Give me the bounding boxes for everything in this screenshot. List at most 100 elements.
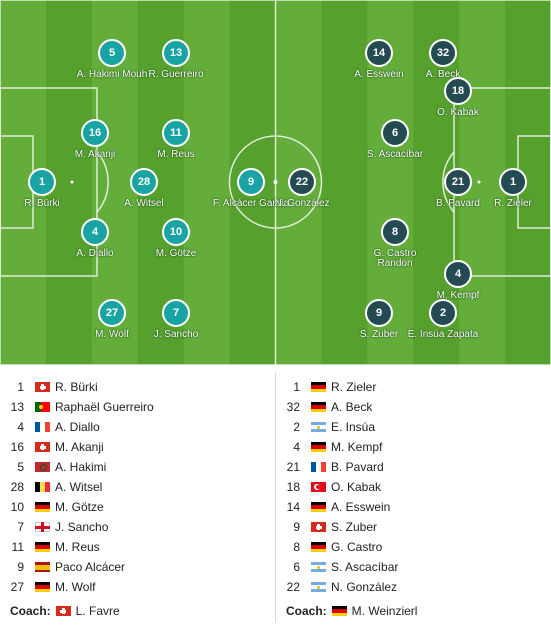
germany-flag-icon xyxy=(311,382,326,392)
away-player-marker[interactable]: 4 M. Kempf xyxy=(398,260,518,301)
home-player-marker[interactable]: 13 R. Guerreiro xyxy=(116,39,236,80)
germany-flag-icon xyxy=(35,502,50,512)
player-name: A. Diallo xyxy=(76,248,114,259)
shirt-number: 14 xyxy=(286,500,300,514)
player-name[interactable]: R. Bürki xyxy=(55,380,98,394)
player-name[interactable]: B. Pavard xyxy=(331,460,384,474)
argentina-flag-icon xyxy=(311,422,326,432)
player-name: S. Zuber xyxy=(359,329,399,340)
shirt-number-badge: 22 xyxy=(288,168,316,196)
player-name[interactable]: M. Kempf xyxy=(331,440,383,454)
player-name[interactable]: A. Beck xyxy=(331,400,373,414)
player-name[interactable]: S. Zuber xyxy=(331,520,378,534)
shirt-number: 21 xyxy=(286,460,300,474)
player-name[interactable]: M. Reus xyxy=(55,540,100,554)
player-name[interactable]: G. Castro xyxy=(331,540,383,554)
player-name[interactable]: S. Ascacíbar xyxy=(331,560,399,574)
lineup-row: 11 M. Reus xyxy=(0,537,275,557)
coach-name[interactable]: L. Favre xyxy=(75,604,120,618)
player-name: R. Zieler xyxy=(494,198,532,209)
player-name: M. Kempf xyxy=(436,290,480,301)
player-name: R. Bürki xyxy=(24,198,60,209)
player-name[interactable]: A. Esswein xyxy=(331,500,391,514)
player-name: R. Guerreiro xyxy=(148,69,204,80)
player-name: M. Reus xyxy=(157,149,195,160)
switzerland-flag-icon xyxy=(55,606,71,616)
player-name[interactable]: A. Hakimi xyxy=(55,460,107,474)
player-name[interactable]: M. Götze xyxy=(55,500,104,514)
shirt-number-badge: 4 xyxy=(444,260,472,288)
germany-flag-icon xyxy=(311,402,326,412)
shirt-number: 11 xyxy=(11,540,24,554)
player-name[interactable]: E. Insúa xyxy=(331,420,376,434)
shirt-number: 1 xyxy=(17,380,24,394)
player-name[interactable]: J. Sancho xyxy=(55,520,109,534)
shirt-number-badge: 13 xyxy=(162,39,190,67)
player-name: E. Insúa Zapata xyxy=(407,329,479,340)
lineup-row: 5 A. Hakimi xyxy=(0,457,275,477)
germany-flag-icon xyxy=(311,502,326,512)
shirt-number: 2 xyxy=(293,420,300,434)
lineup-row: 21 B. Pavard xyxy=(276,457,551,477)
belgium-flag-icon xyxy=(35,482,50,492)
shirt-number: 5 xyxy=(17,460,24,474)
coach-name[interactable]: M. Weinzierl xyxy=(351,604,418,618)
shirt-number-badge: 16 xyxy=(81,119,109,147)
shirt-number: 9 xyxy=(17,560,24,574)
shirt-number: 22 xyxy=(286,580,300,594)
lineup-divider xyxy=(275,372,276,622)
player-name[interactable]: A. Witsel xyxy=(55,480,103,494)
player-name: N. González xyxy=(274,198,330,209)
coach-label: Coach: xyxy=(10,604,51,618)
lineup-row: 2 E. Insúa xyxy=(276,417,551,437)
shirt-number-badge: 28 xyxy=(130,168,158,196)
argentina-flag-icon xyxy=(311,582,326,592)
switzerland-flag-icon xyxy=(35,442,50,452)
player-name[interactable]: A. Diallo xyxy=(55,420,100,434)
shirt-number-badge: 8 xyxy=(381,218,409,246)
player-name: M. Wolf xyxy=(95,329,129,340)
player-name[interactable]: M. Wolf xyxy=(55,580,96,594)
player-name[interactable]: R. Zieler xyxy=(331,380,377,394)
player-name[interactable]: Raphaël Guerreiro xyxy=(55,400,154,414)
shirt-number-badge: 6 xyxy=(381,119,409,147)
player-name[interactable]: N. González xyxy=(331,580,398,594)
player-name[interactable]: O. Kabak xyxy=(331,480,382,494)
player-name: A. Esswein xyxy=(354,69,404,80)
germany-flag-icon xyxy=(311,442,326,452)
france-flag-icon xyxy=(35,422,50,432)
away-player-marker[interactable]: 22 N. González xyxy=(242,168,362,209)
player-name[interactable]: M. Akanji xyxy=(55,440,104,454)
player-name[interactable]: Paco Alcácer xyxy=(55,560,126,574)
lineup-row: 9 Paco Alcácer xyxy=(0,557,275,577)
